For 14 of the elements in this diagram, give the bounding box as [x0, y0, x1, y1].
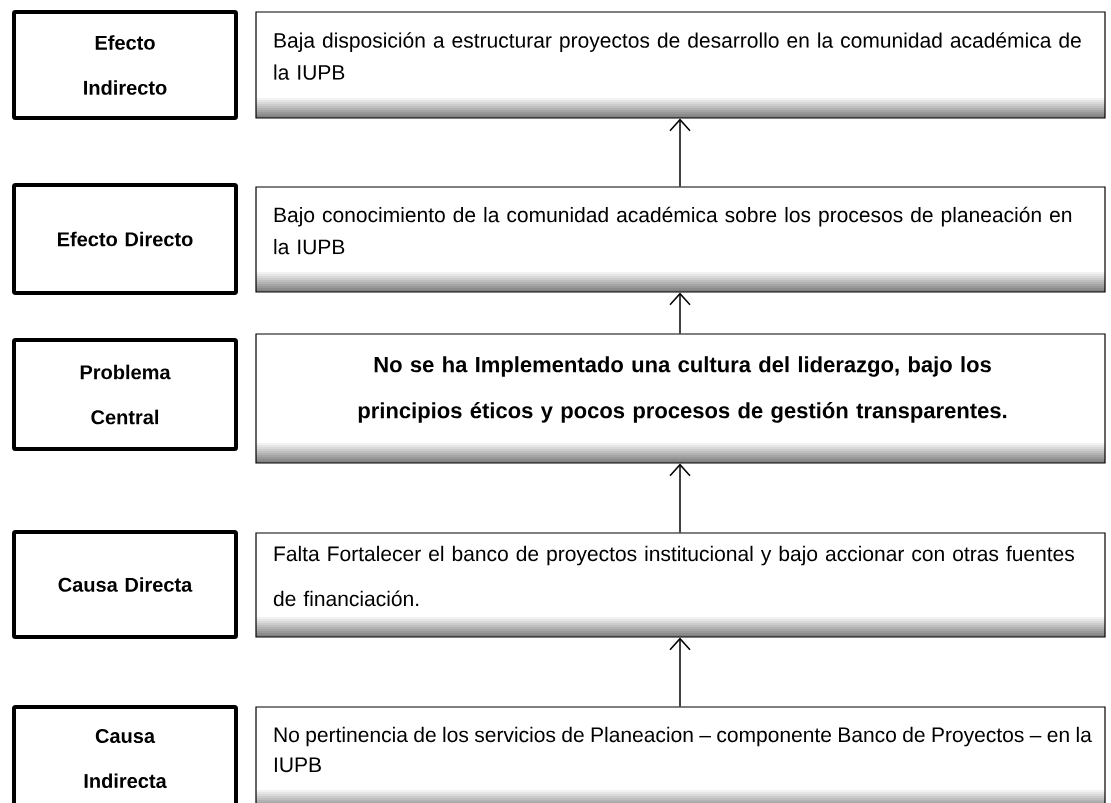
statement-box: Baja disposición a estructurar proyectos de desarrollo en la comunidad académica de la IUPB	[255, 11, 1106, 119]
arrow	[669, 118, 691, 188]
label-box: Efecto Directo	[12, 183, 238, 295]
statement-box: Falta Fortalecer el banco de proyectos institucional y bajo accionar con otras fuentes de financiación.	[255, 532, 1106, 638]
label-box: Problema Central	[12, 338, 238, 451]
label-box: Causa Indirecta	[12, 705, 238, 803]
statement-box: Bajo conocimiento de la comunidad académica sobre los procesos de planeación en la IUPB	[255, 186, 1106, 293]
arrow	[669, 463, 691, 534]
label-box: Causa Directa	[12, 530, 238, 639]
label-box: Efecto Indirecto	[12, 10, 238, 120]
statement-box: No se ha Implementado una cultura del liderazgo, bajo los principios éticos y pocos procesos de gestión transparentes.	[255, 333, 1106, 464]
arrow	[669, 292, 691, 335]
statement-box: No pertinencia de los servicios de Planeacion – componente Banco de Proyectos – en la IUPB	[255, 706, 1106, 803]
arrow	[669, 637, 691, 708]
